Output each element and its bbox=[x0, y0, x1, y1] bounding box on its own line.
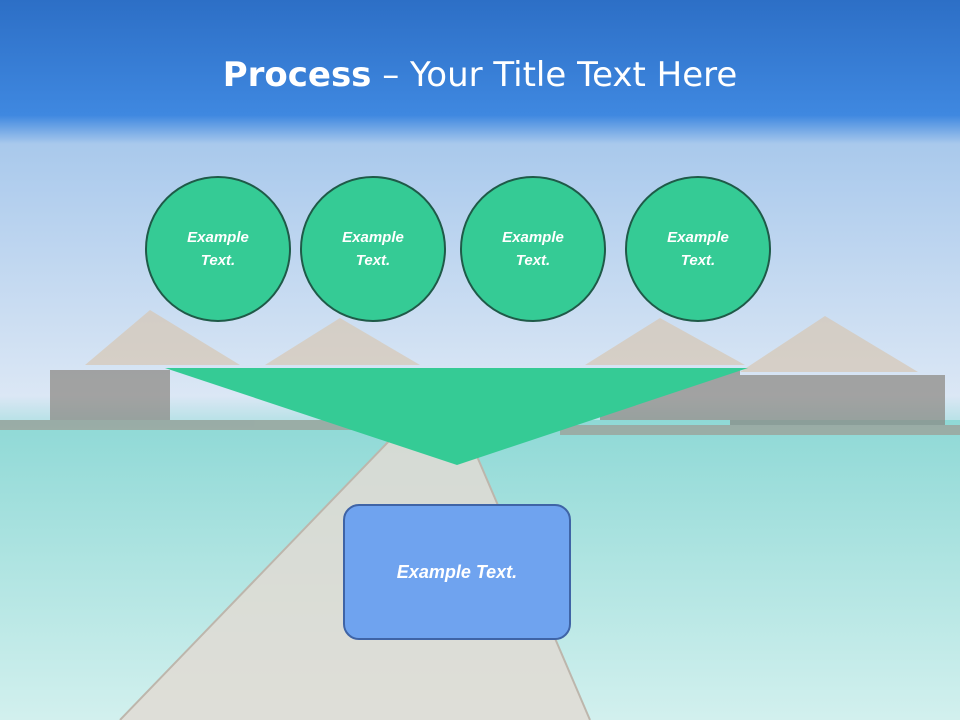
process-step-circle: Example Text. bbox=[300, 176, 446, 322]
circle-text: Example Text. bbox=[187, 229, 249, 269]
title-rest: – Your Title Text Here bbox=[371, 55, 738, 95]
result-box: Example Text. bbox=[343, 504, 571, 640]
page-title: Process – Your Title Text Here bbox=[0, 50, 960, 100]
circle-text: Example Text. bbox=[342, 229, 404, 269]
title-bold: Process bbox=[222, 55, 372, 95]
process-step-circle: Example Text. bbox=[460, 176, 606, 322]
process-step-circle: Example Text. bbox=[145, 176, 291, 322]
process-step-circle: Example Text. bbox=[625, 176, 771, 322]
circle-text: Example Text. bbox=[502, 229, 564, 269]
result-box-text: Example Text. bbox=[396, 561, 518, 582]
circle-text: Example Text. bbox=[667, 229, 729, 269]
